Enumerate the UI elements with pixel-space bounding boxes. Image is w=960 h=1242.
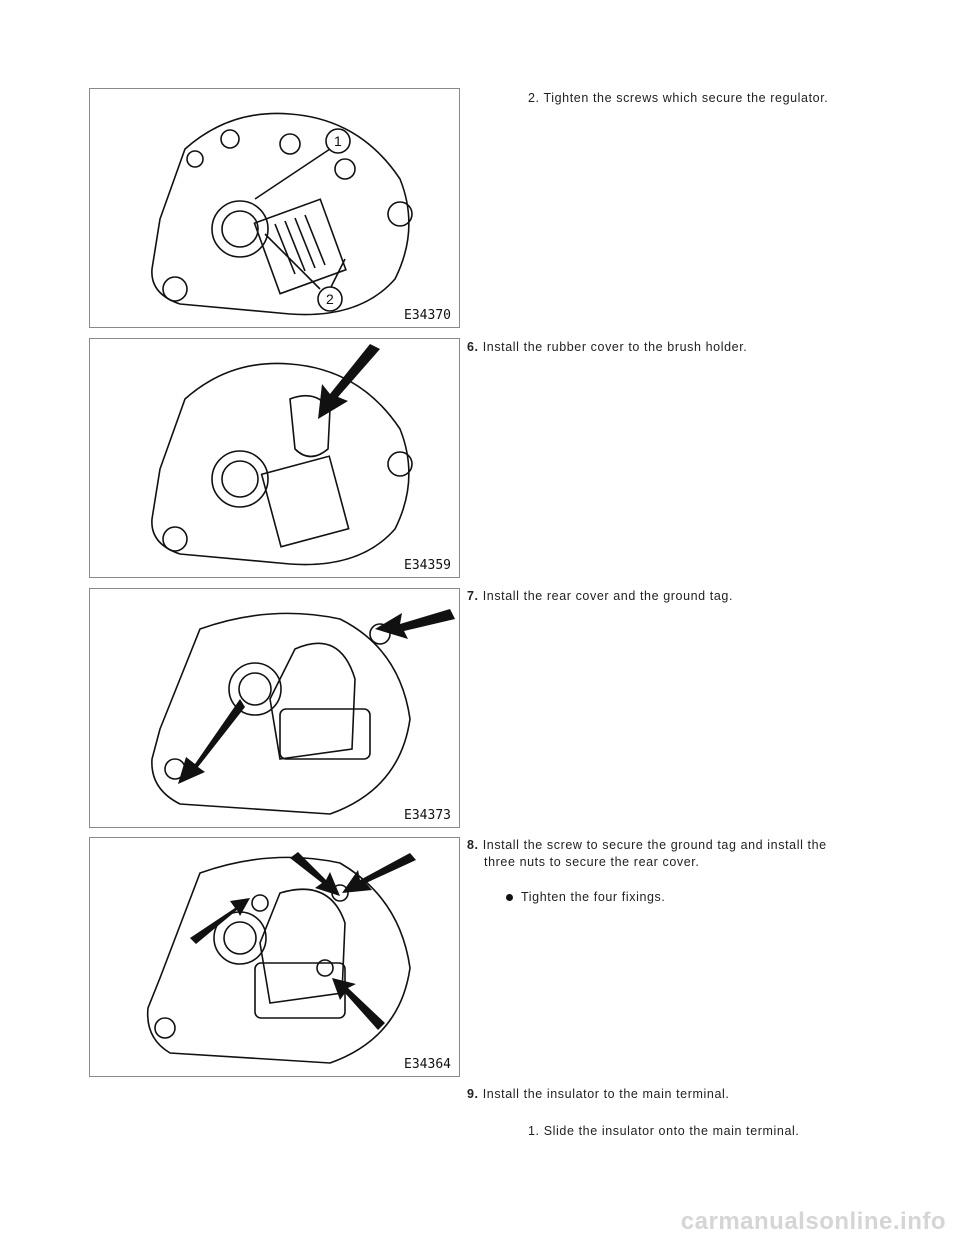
substep-2: 2. Tighten the screws which secure the r… — [528, 91, 829, 105]
figure-rubber-cover: E34359 — [89, 338, 460, 578]
figure-rear-cover-fixings: E34364 — [89, 837, 460, 1077]
step-number: 7. — [467, 589, 479, 603]
step-text: Install the insulator to the main termin… — [482, 1087, 730, 1101]
arrow-icon — [342, 853, 416, 893]
alternator-rear-illustration — [146, 852, 416, 1064]
arrow-icon — [190, 898, 250, 944]
callout-2: 2 — [326, 291, 334, 307]
figure-code: E34373 — [402, 808, 453, 823]
callout-1: 1 — [334, 133, 342, 149]
alternator-rear-illustration — [151, 609, 455, 815]
arrow-icon — [318, 344, 380, 419]
alternator-rear-illustration: 1 2 — [151, 112, 413, 316]
step-number: 8. — [467, 838, 479, 852]
step-number: 9. — [467, 1087, 479, 1101]
arrow-icon — [332, 978, 385, 1030]
arrow-icon — [290, 852, 340, 896]
figure-code: E34370 — [402, 308, 453, 323]
figure-rear-cover: E34373 — [89, 588, 460, 828]
arrow-icon — [178, 699, 245, 784]
figure-regulator-screws: 1 2 E34370 — [89, 88, 460, 328]
step-9: 9. Install the insulator to the main ter… — [467, 1086, 729, 1103]
step-text: Install the rear cover and the ground ta… — [482, 589, 734, 603]
step-8: 8. Install the screw to secure the groun… — [467, 837, 827, 854]
step-8-line2: three nuts to secure the rear cover. — [484, 855, 700, 869]
alternator-rear-illustration — [151, 344, 413, 566]
figure-code: E34359 — [402, 558, 453, 573]
substep-1: 1. Slide the insulator onto the main ter… — [528, 1124, 800, 1138]
step-8-bullet: Tighten the four fixings. — [506, 889, 665, 906]
arrow-icon — [375, 609, 455, 639]
step-text-line1: Install the screw to secure the ground t… — [482, 838, 827, 852]
watermark: carmanualsonline.info — [680, 1208, 946, 1235]
step-number: 6. — [467, 340, 479, 354]
step-text: Install the rubber cover to the brush ho… — [482, 340, 748, 354]
bullet-icon — [506, 894, 513, 902]
step-6: 6. Install the rubber cover to the brush… — [467, 339, 747, 356]
step-7: 7. Install the rear cover and the ground… — [467, 588, 733, 605]
figure-code: E34364 — [402, 1057, 453, 1072]
bullet-text: Tighten the four fixings. — [521, 890, 666, 904]
